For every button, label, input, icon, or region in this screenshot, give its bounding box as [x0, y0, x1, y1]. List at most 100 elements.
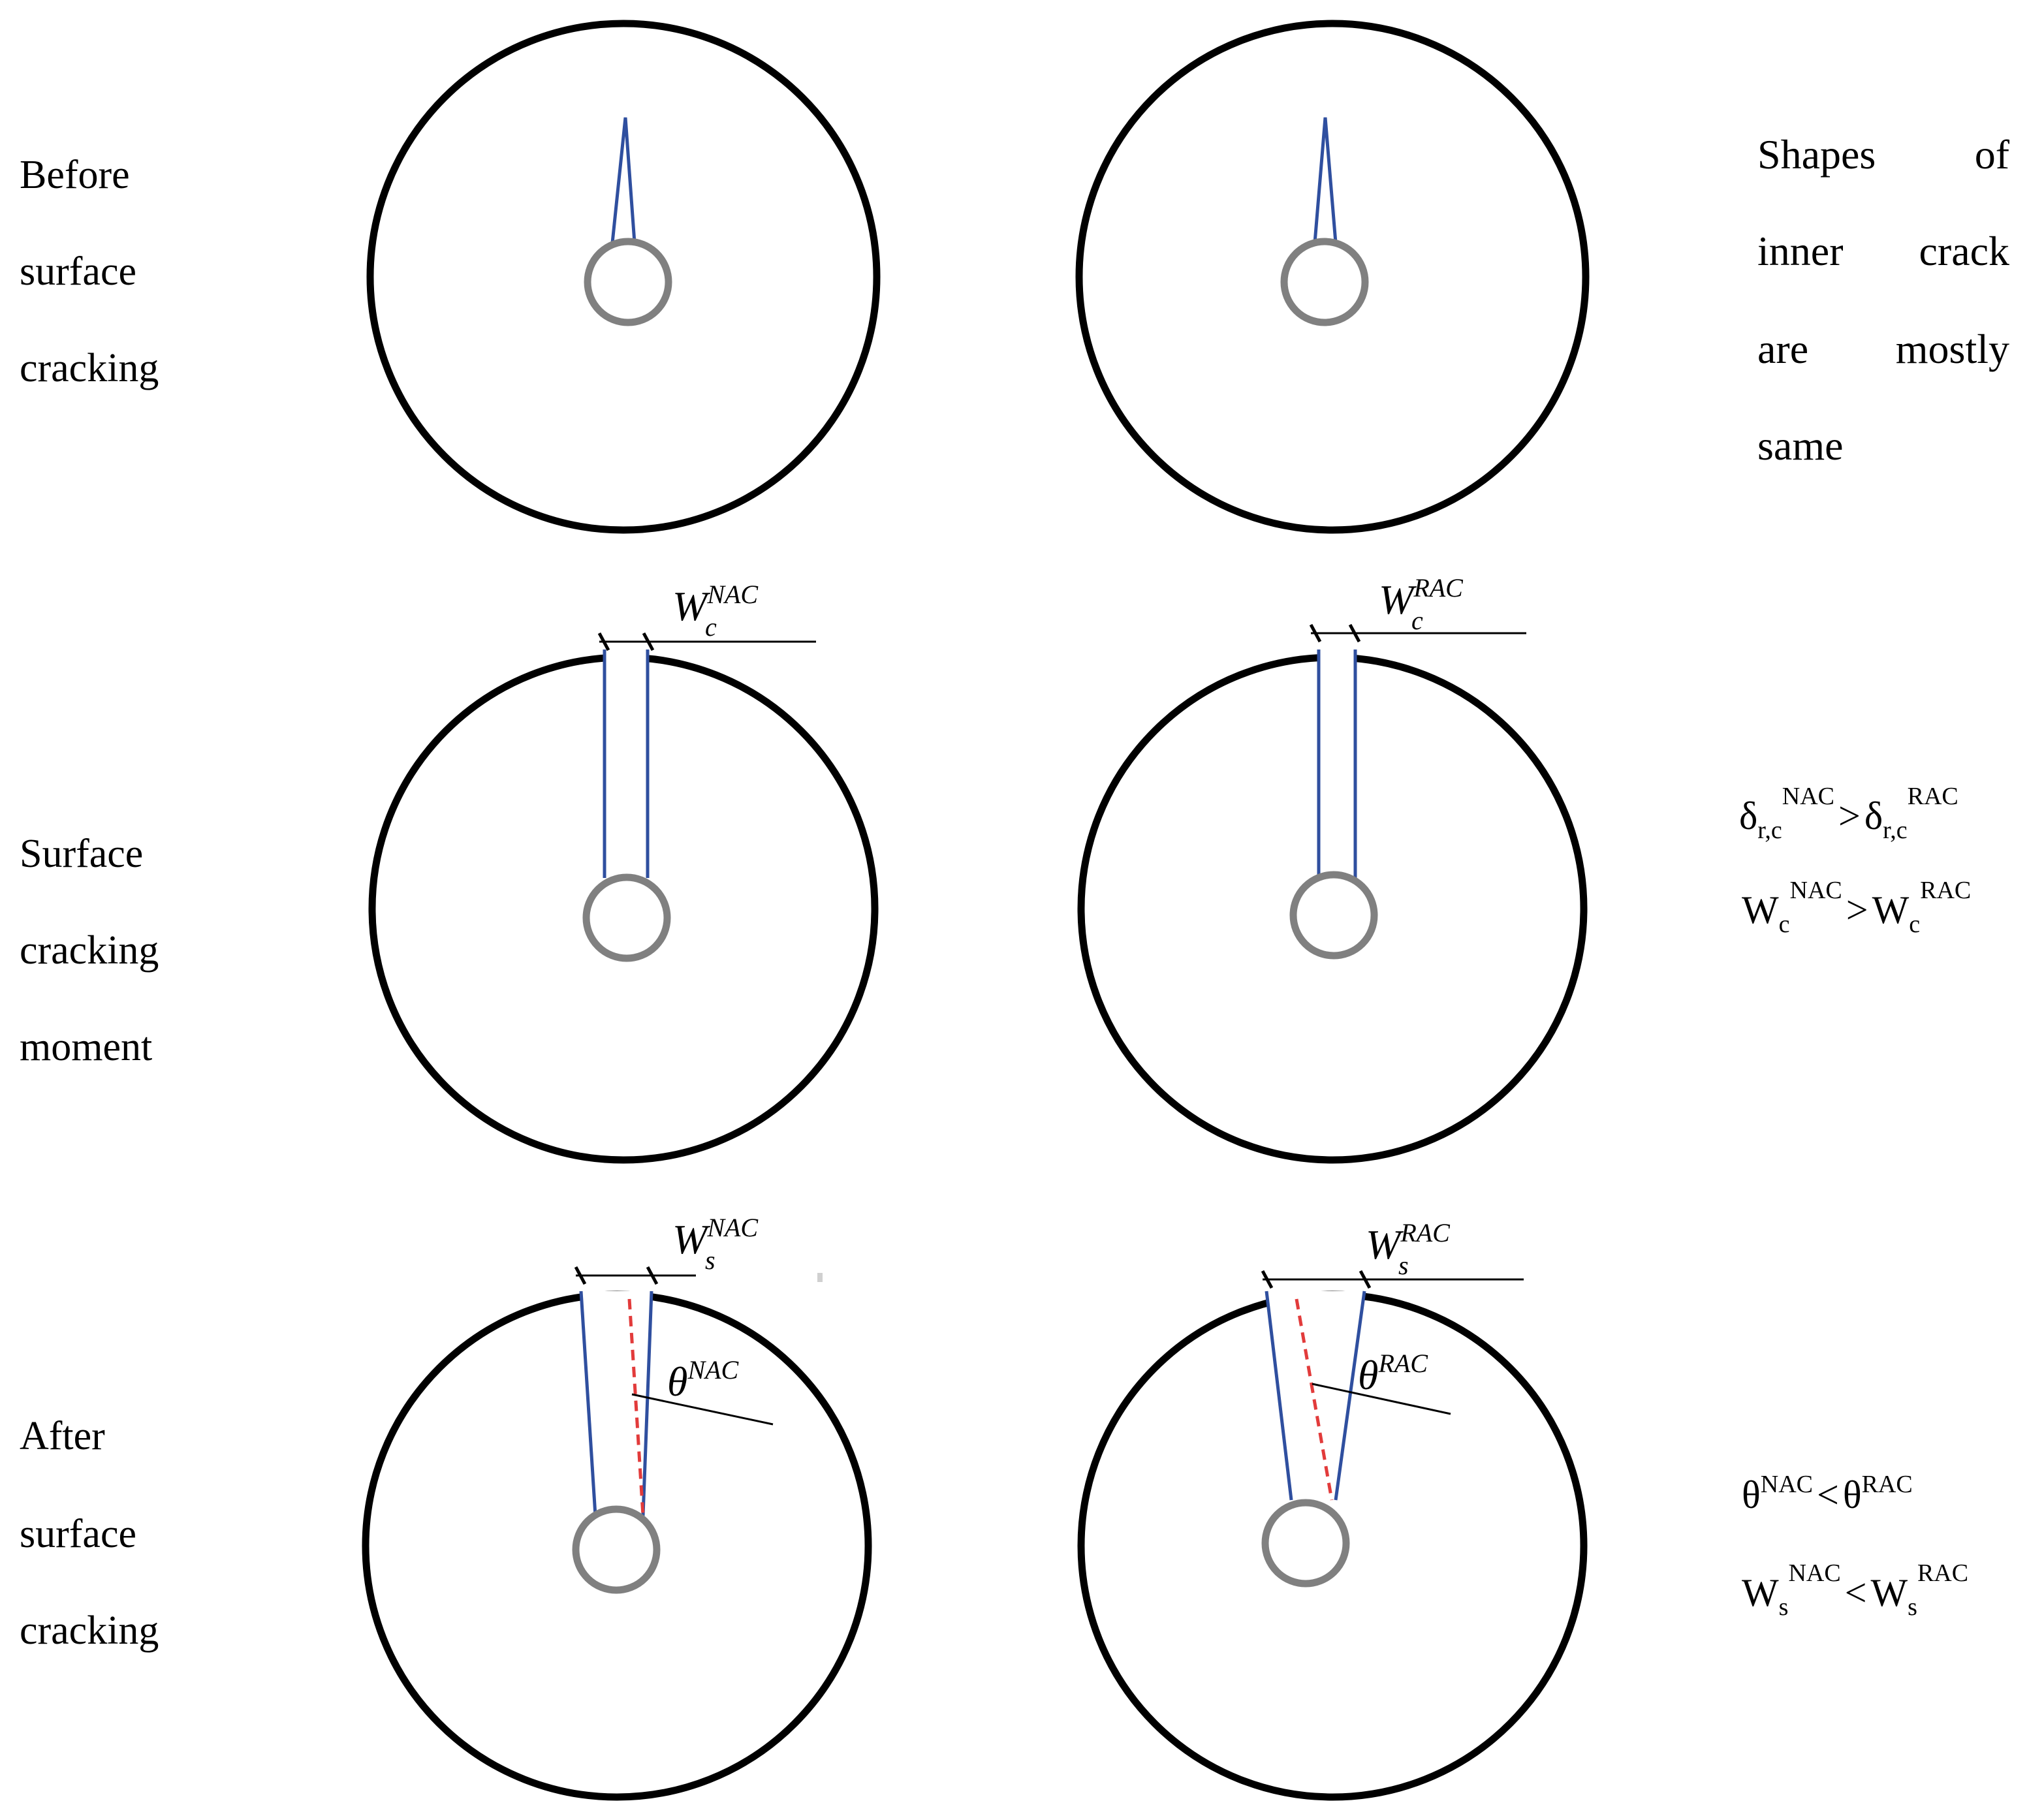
stage-label-line: moment: [20, 1025, 152, 1069]
relation-operator: >: [1846, 888, 1868, 931]
stage-label-line: cracking: [20, 928, 159, 973]
dimension-tick: [1359, 1270, 1372, 1289]
relation-sup: RAC: [1920, 877, 1971, 904]
stage-label-line: Surface: [20, 832, 143, 876]
relation-base: W: [1872, 888, 1910, 931]
note-word: of: [1975, 131, 2010, 178]
symbol-sub: s: [705, 1245, 715, 1275]
stage-label-line: surface: [20, 249, 136, 294]
relation-sub: s: [1779, 1593, 1789, 1621]
note-inner-crack-same: Shapes of inner crack are mostly same: [1757, 131, 2010, 469]
relation-delta: δr,cNAC>δr,cRAC: [1739, 783, 1958, 844]
relation-base: δ: [1739, 794, 1757, 838]
symbol-base: W: [1366, 1221, 1404, 1268]
stage-label-after: After surface cracking: [20, 1414, 159, 1653]
dimension-tick: [1348, 623, 1361, 643]
relation-sub: r,c: [1883, 817, 1908, 844]
dimension-tick: [597, 632, 610, 651]
relation-width: WsNAC<WsRAC: [1742, 1559, 1968, 1621]
crack-edge-right: [1334, 1291, 1366, 1501]
width-dimension-ws-rac: [1261, 1270, 1524, 1289]
stage-label-moment: Surface cracking moment: [20, 832, 159, 1069]
note-word: Shapes: [1757, 131, 1876, 178]
crack-gap: [1266, 1291, 1364, 1500]
inner-crack: [1313, 117, 1338, 243]
relation-theta: θNAC<θRAC: [1742, 1471, 1913, 1516]
symbol-sub: c: [705, 612, 717, 642]
symbol-sup: NAC: [706, 1213, 759, 1242]
crack-edge-left: [1265, 1291, 1293, 1501]
relation-operator: >: [1838, 794, 1861, 838]
symbol-theta-nac: θNAC: [667, 1355, 740, 1405]
relation-sup: NAC: [1790, 877, 1842, 904]
specimen-nac-before: [366, 20, 881, 534]
rebar-circle: [1261, 1499, 1350, 1588]
dimension-tick: [1309, 623, 1322, 643]
rebar-circle: [582, 873, 671, 962]
angle-reference-line: [631, 1393, 774, 1426]
rebar-circle: [584, 238, 672, 326]
note-word: mostly: [1896, 326, 2009, 372]
speck: [817, 1273, 823, 1282]
concrete-cover-circle: [1075, 20, 1590, 534]
stage-label-line: Before: [20, 153, 130, 197]
relation-base: δ: [1864, 794, 1883, 838]
rebar-circle: [572, 1505, 661, 1594]
relation-sup: NAC: [1782, 783, 1834, 810]
relation-sup: RAC: [1908, 783, 1958, 810]
symbol-sup: RAC: [1377, 1349, 1428, 1378]
dimension-tick: [1261, 1270, 1274, 1289]
rebar-circle: [1280, 238, 1369, 326]
dimension-tick: [646, 1266, 659, 1285]
note-word: inner: [1757, 228, 1844, 274]
symbol-theta-rac: θRAC: [1358, 1349, 1428, 1398]
angle-reference-line: [1312, 1383, 1451, 1415]
relation-sup: RAC: [1862, 1471, 1913, 1498]
note-word: are: [1757, 326, 1808, 372]
relation-base: θ: [1843, 1473, 1862, 1516]
concrete-cover-circle: [366, 20, 881, 534]
dimension-tick: [574, 1266, 587, 1285]
width-dimension-wc-rac: [1309, 623, 1526, 643]
relation-base: W: [1742, 888, 1779, 931]
stage-label-before: Before surface cracking: [20, 153, 159, 390]
crack-edge-right: [641, 1291, 653, 1516]
symbol-sup: NAC: [687, 1355, 739, 1385]
symbol-sup: RAC: [1413, 573, 1464, 603]
note-word: same: [1757, 422, 1844, 469]
relation-sub: c: [1779, 911, 1790, 938]
symbol-base: θ: [667, 1358, 687, 1405]
stage-label-line: cracking: [20, 1608, 159, 1653]
relation-operator: <: [1845, 1571, 1867, 1614]
stage-label-line: cracking: [20, 346, 159, 390]
relation-sup: RAC: [1917, 1559, 1968, 1587]
stage-label-line: surface: [20, 1512, 136, 1556]
stage-label-line: After: [20, 1414, 105, 1458]
symbol-base: W: [1379, 576, 1417, 623]
crack-gap: [603, 650, 649, 878]
symbol-ws-nac: WNAC s: [672, 1213, 759, 1275]
specimen-nac-moment: WNAC c: [368, 580, 879, 1164]
symbol-base: θ: [1358, 1352, 1378, 1398]
dimension-tick: [642, 632, 655, 651]
crack-gap: [581, 1291, 653, 1516]
relation-sub: r,c: [1757, 817, 1782, 844]
relation-width: WcNAC>WcRAC: [1742, 877, 1971, 938]
symbol-sup: NAC: [706, 580, 759, 609]
inner-crack: [610, 117, 637, 243]
relation-sub: s: [1908, 1593, 1917, 1621]
relation-base: W: [1742, 1571, 1779, 1614]
crack-axis-dashed: [627, 1298, 645, 1516]
width-dimension-wc-nac: [597, 632, 816, 651]
symbol-base: W: [672, 583, 711, 629]
relation-sup: NAC: [1761, 1471, 1813, 1498]
crack-edge-left: [579, 1291, 597, 1516]
symbol-base: W: [672, 1216, 711, 1262]
symbol-wc-nac: WNAC c: [672, 580, 759, 642]
relation-base: W: [1871, 1571, 1908, 1614]
